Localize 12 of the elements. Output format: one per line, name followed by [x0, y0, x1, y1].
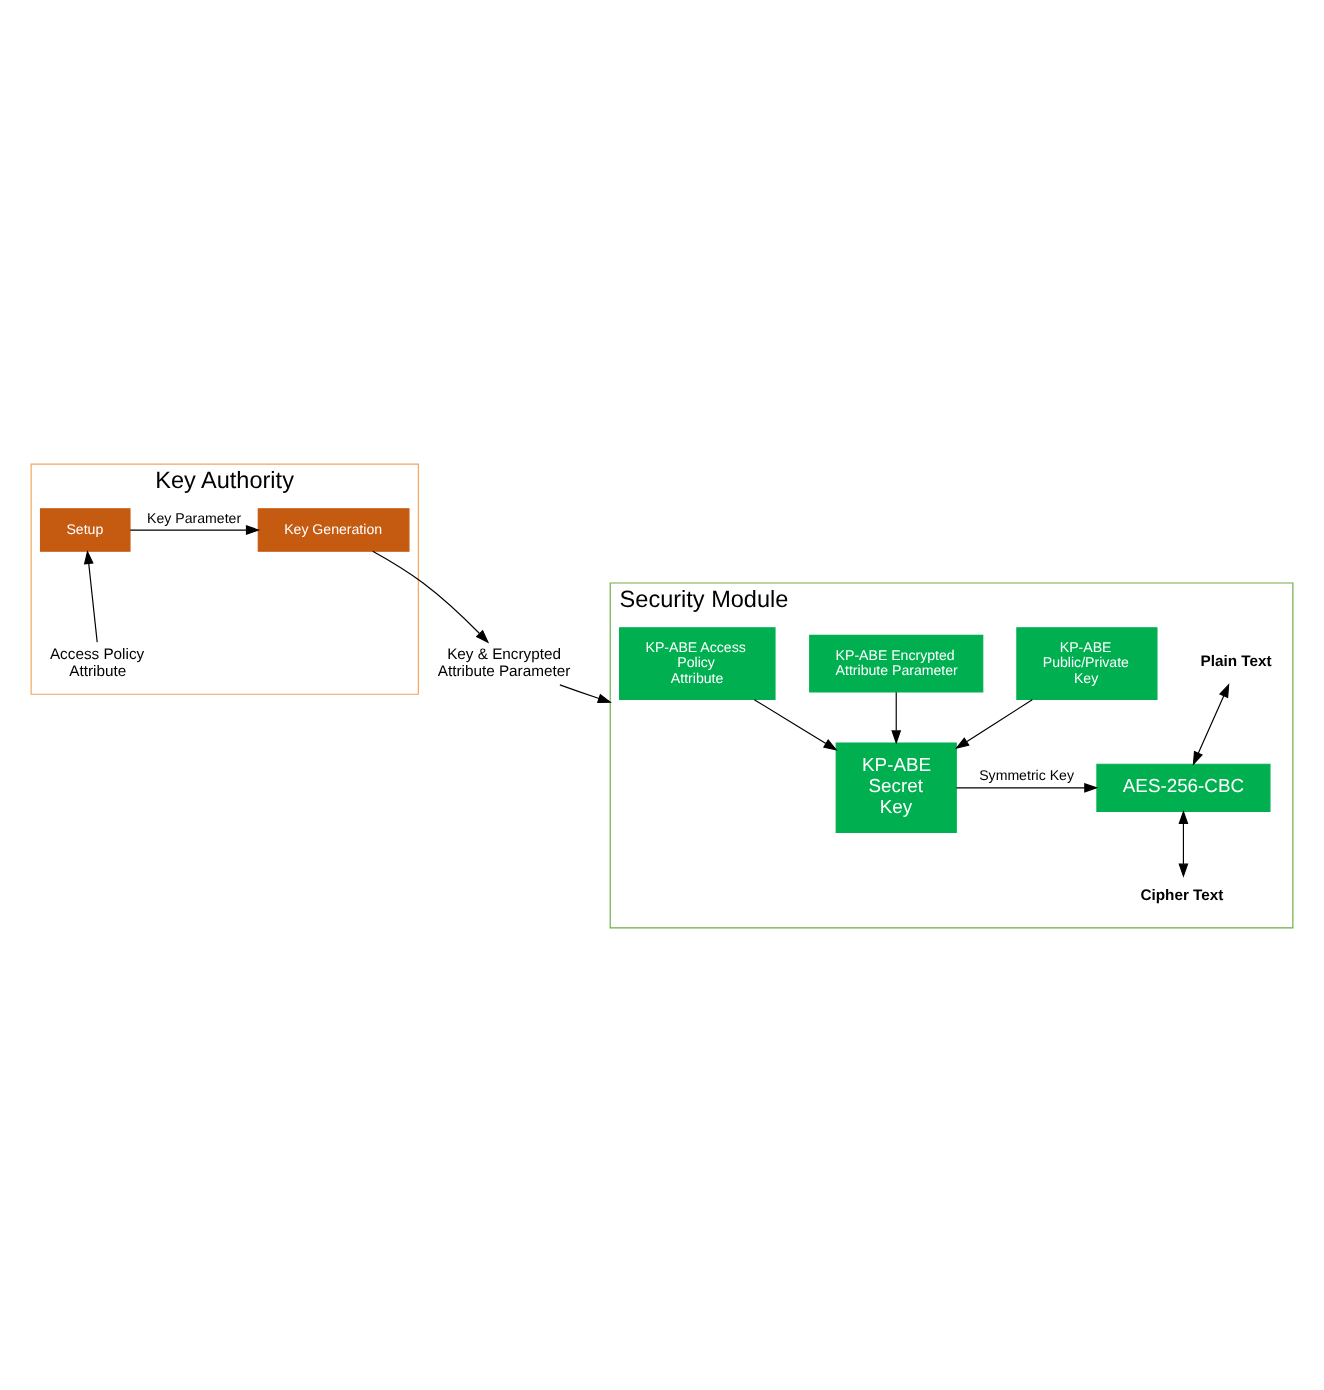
arrow: [83, 548, 98, 642]
arrow: [129, 524, 261, 534]
arrow: [372, 549, 490, 643]
arrow: [891, 690, 902, 744]
arrow: [753, 698, 838, 750]
node-box: KP-ABE Secret Key: [835, 741, 957, 833]
arrow: [1178, 808, 1189, 877]
arrow: [559, 683, 612, 703]
arrow: [955, 698, 1033, 749]
node-box: AES-256-CBC: [1096, 762, 1271, 811]
arrow: [955, 781, 1099, 792]
arrow: [1192, 682, 1230, 765]
